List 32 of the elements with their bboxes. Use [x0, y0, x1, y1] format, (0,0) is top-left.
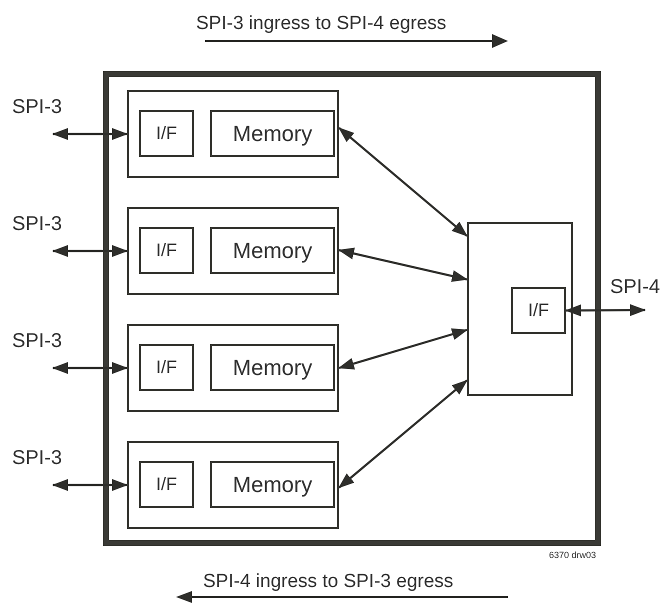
module-box	[127, 207, 339, 295]
switch-box	[467, 222, 573, 396]
chip-outline	[103, 71, 601, 546]
port-label: SPI-3	[12, 211, 72, 237]
labeled-box: I/F	[139, 461, 194, 508]
labeled-box: I/F	[139, 344, 194, 391]
double-arrow	[565, 304, 646, 316]
module-box	[127, 441, 339, 529]
double-arrow	[338, 127, 468, 237]
double-arrow	[338, 380, 468, 488]
labeled-box: Memory	[210, 344, 335, 391]
labeled-box: Memory	[210, 461, 335, 508]
module-box	[127, 324, 339, 412]
port-label: SPI-3	[12, 94, 72, 120]
labeled-box: I/F	[511, 287, 566, 334]
text-label: SPI-3 ingress to SPI-4 egress	[196, 12, 446, 36]
labeled-box: Memory	[210, 227, 335, 274]
port-label: SPI-4	[610, 274, 670, 300]
port-label: SPI-3	[12, 445, 72, 471]
text-label: 6370 drw03	[549, 549, 596, 562]
double-arrow	[338, 248, 468, 282]
double-arrow	[52, 245, 128, 257]
labeled-box: I/F	[139, 227, 194, 274]
double-arrow	[338, 328, 468, 370]
double-arrow	[52, 128, 128, 140]
module-box	[127, 90, 339, 178]
double-arrow	[52, 362, 128, 374]
labeled-box: Memory	[210, 110, 335, 157]
text-label: SPI-4 ingress to SPI-3 egress	[203, 570, 454, 594]
labeled-box: I/F	[139, 110, 194, 157]
double-arrow	[52, 479, 128, 491]
port-label: SPI-3	[12, 328, 72, 354]
